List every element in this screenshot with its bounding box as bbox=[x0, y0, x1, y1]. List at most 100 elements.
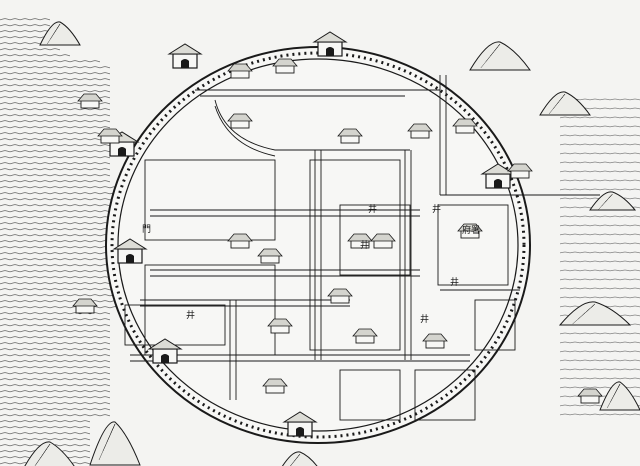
building-roof bbox=[77, 93, 103, 102]
wave-line bbox=[0, 78, 111, 81]
wave-line bbox=[0, 420, 91, 423]
wave-line bbox=[0, 114, 111, 117]
map-labels: 井 井 井 井 井 井 府署 門 bbox=[142, 203, 480, 325]
hill-hatch bbox=[607, 383, 621, 409]
wave-line bbox=[0, 180, 111, 183]
wave-line bbox=[0, 282, 121, 285]
wave-line bbox=[0, 198, 121, 201]
wave-line bbox=[0, 216, 121, 219]
wave-line bbox=[0, 396, 111, 399]
building-roof bbox=[457, 223, 483, 232]
wave-line bbox=[0, 24, 51, 27]
street bbox=[214, 99, 410, 151]
wave-line bbox=[0, 402, 111, 405]
city-gates bbox=[104, 31, 516, 437]
wave-line bbox=[559, 341, 640, 344]
hill-hatch bbox=[290, 453, 301, 466]
wave-line bbox=[0, 204, 121, 207]
wave-line bbox=[0, 360, 111, 363]
gate-roof bbox=[312, 31, 348, 43]
wave-line bbox=[0, 66, 111, 69]
wave-line bbox=[559, 224, 640, 227]
prefecture-office-label: 府署 bbox=[462, 224, 480, 236]
wave-line bbox=[0, 324, 111, 327]
compound-wall bbox=[437, 204, 509, 286]
wave-line bbox=[0, 426, 91, 429]
building-roof bbox=[227, 63, 253, 72]
well-label: 井 bbox=[186, 309, 195, 321]
wave-line bbox=[559, 332, 640, 335]
gate-roof bbox=[282, 411, 318, 423]
wave-line bbox=[559, 260, 640, 263]
wave-line bbox=[0, 366, 111, 369]
gate-roof bbox=[480, 163, 516, 175]
wave-line bbox=[0, 186, 121, 189]
wave-line bbox=[0, 228, 121, 231]
well-label: 井 bbox=[368, 203, 377, 215]
building-roof bbox=[352, 328, 378, 337]
wave-line bbox=[0, 90, 111, 93]
hill-hatch bbox=[480, 43, 501, 69]
hill bbox=[281, 451, 318, 466]
wave-line bbox=[0, 354, 111, 357]
building-roof bbox=[337, 128, 363, 137]
wave-line bbox=[559, 386, 640, 389]
wave-line bbox=[559, 152, 640, 155]
wave-line bbox=[0, 234, 121, 237]
wave-line bbox=[559, 287, 640, 290]
wave-line bbox=[559, 413, 640, 416]
wave-line bbox=[0, 288, 121, 291]
hill bbox=[24, 441, 75, 466]
wave-line bbox=[0, 156, 111, 159]
wave-line bbox=[0, 384, 111, 387]
gate-roof bbox=[112, 238, 148, 250]
hill bbox=[558, 301, 632, 326]
well-label: 井 bbox=[432, 203, 441, 215]
building-roof bbox=[347, 233, 373, 242]
gate-label: 門 bbox=[142, 224, 151, 235]
hill-hatch bbox=[34, 443, 51, 466]
gate-arch bbox=[296, 427, 304, 436]
wave-line bbox=[559, 143, 640, 146]
building-roof bbox=[507, 163, 533, 172]
building-roof bbox=[227, 233, 253, 242]
gate-arch bbox=[494, 179, 502, 188]
wave-line bbox=[0, 120, 111, 123]
wave-line bbox=[559, 116, 640, 119]
wave-line bbox=[559, 350, 640, 353]
wave-line bbox=[0, 60, 101, 63]
hill bbox=[89, 421, 141, 466]
wave-line bbox=[0, 312, 111, 315]
wave-line bbox=[0, 270, 121, 273]
hill-hatch bbox=[47, 23, 61, 45]
wave-line bbox=[0, 306, 121, 309]
street bbox=[214, 105, 276, 157]
buildings bbox=[72, 58, 603, 404]
hill bbox=[589, 191, 637, 211]
gate-roof bbox=[167, 43, 203, 55]
wave-line bbox=[559, 161, 640, 164]
hill bbox=[39, 21, 81, 46]
wave-line bbox=[559, 359, 640, 362]
building-roof bbox=[370, 233, 396, 242]
wave-line bbox=[0, 240, 121, 243]
wave-line bbox=[0, 54, 71, 57]
city-wall bbox=[105, 46, 531, 444]
gate-arch bbox=[161, 354, 169, 363]
wave-line bbox=[559, 269, 640, 272]
wave-line bbox=[0, 372, 111, 375]
wave-line bbox=[0, 342, 111, 345]
hill-hatch bbox=[548, 93, 566, 115]
street-network bbox=[124, 75, 600, 421]
gate-roof bbox=[147, 338, 183, 350]
wave-line bbox=[559, 188, 640, 191]
wave-line bbox=[0, 144, 111, 147]
compound-wall bbox=[309, 159, 401, 351]
hill-hatch bbox=[597, 193, 613, 211]
building-roof bbox=[267, 318, 293, 327]
wave-line bbox=[0, 192, 121, 195]
wave-line bbox=[0, 276, 121, 279]
compound-wall bbox=[339, 204, 411, 276]
building-roof bbox=[227, 113, 253, 122]
